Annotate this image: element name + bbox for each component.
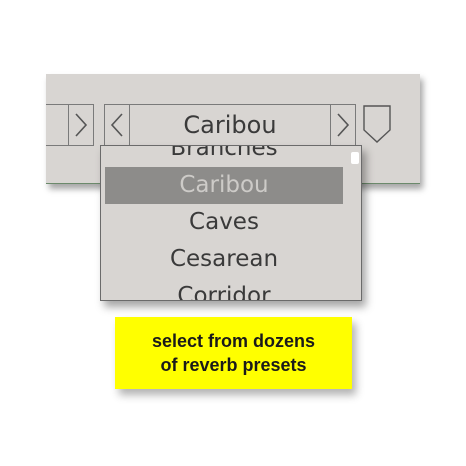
previous-group-next-button[interactable]	[68, 104, 94, 146]
preset-dropdown-list[interactable]: Branches Caribou Caves Cesarean Corridor	[100, 145, 362, 301]
chevron-right-icon	[75, 113, 88, 137]
preset-selector: Caribou	[46, 104, 420, 146]
previous-preset-button[interactable]	[104, 104, 130, 146]
list-item-selected[interactable]: Caribou	[105, 167, 343, 204]
list-item[interactable]: Cesarean	[169, 246, 279, 272]
callout-line-1: select from dozens	[151, 331, 316, 351]
preset-name-display[interactable]: Caribou	[130, 104, 330, 146]
preset-list: Branches Caribou Caves Cesarean Corridor	[101, 145, 347, 301]
next-preset-button[interactable]	[330, 104, 356, 146]
list-item[interactable]: Branches	[170, 145, 278, 161]
dropdown-shield-icon	[363, 105, 391, 143]
chevron-left-icon	[110, 113, 123, 137]
preset-menu-button[interactable]	[362, 104, 392, 146]
previous-control-stub	[46, 104, 68, 146]
scrollbar-thumb[interactable]	[351, 152, 359, 164]
callout-line-2: of reverb presets	[160, 355, 307, 375]
list-item[interactable]: Corridor	[177, 283, 271, 301]
current-preset-label: Caribou	[183, 111, 277, 139]
list-item[interactable]: Caves	[189, 209, 259, 235]
chevron-right-icon	[337, 113, 350, 137]
feature-callout: select from dozens of reverb presets	[115, 317, 352, 389]
